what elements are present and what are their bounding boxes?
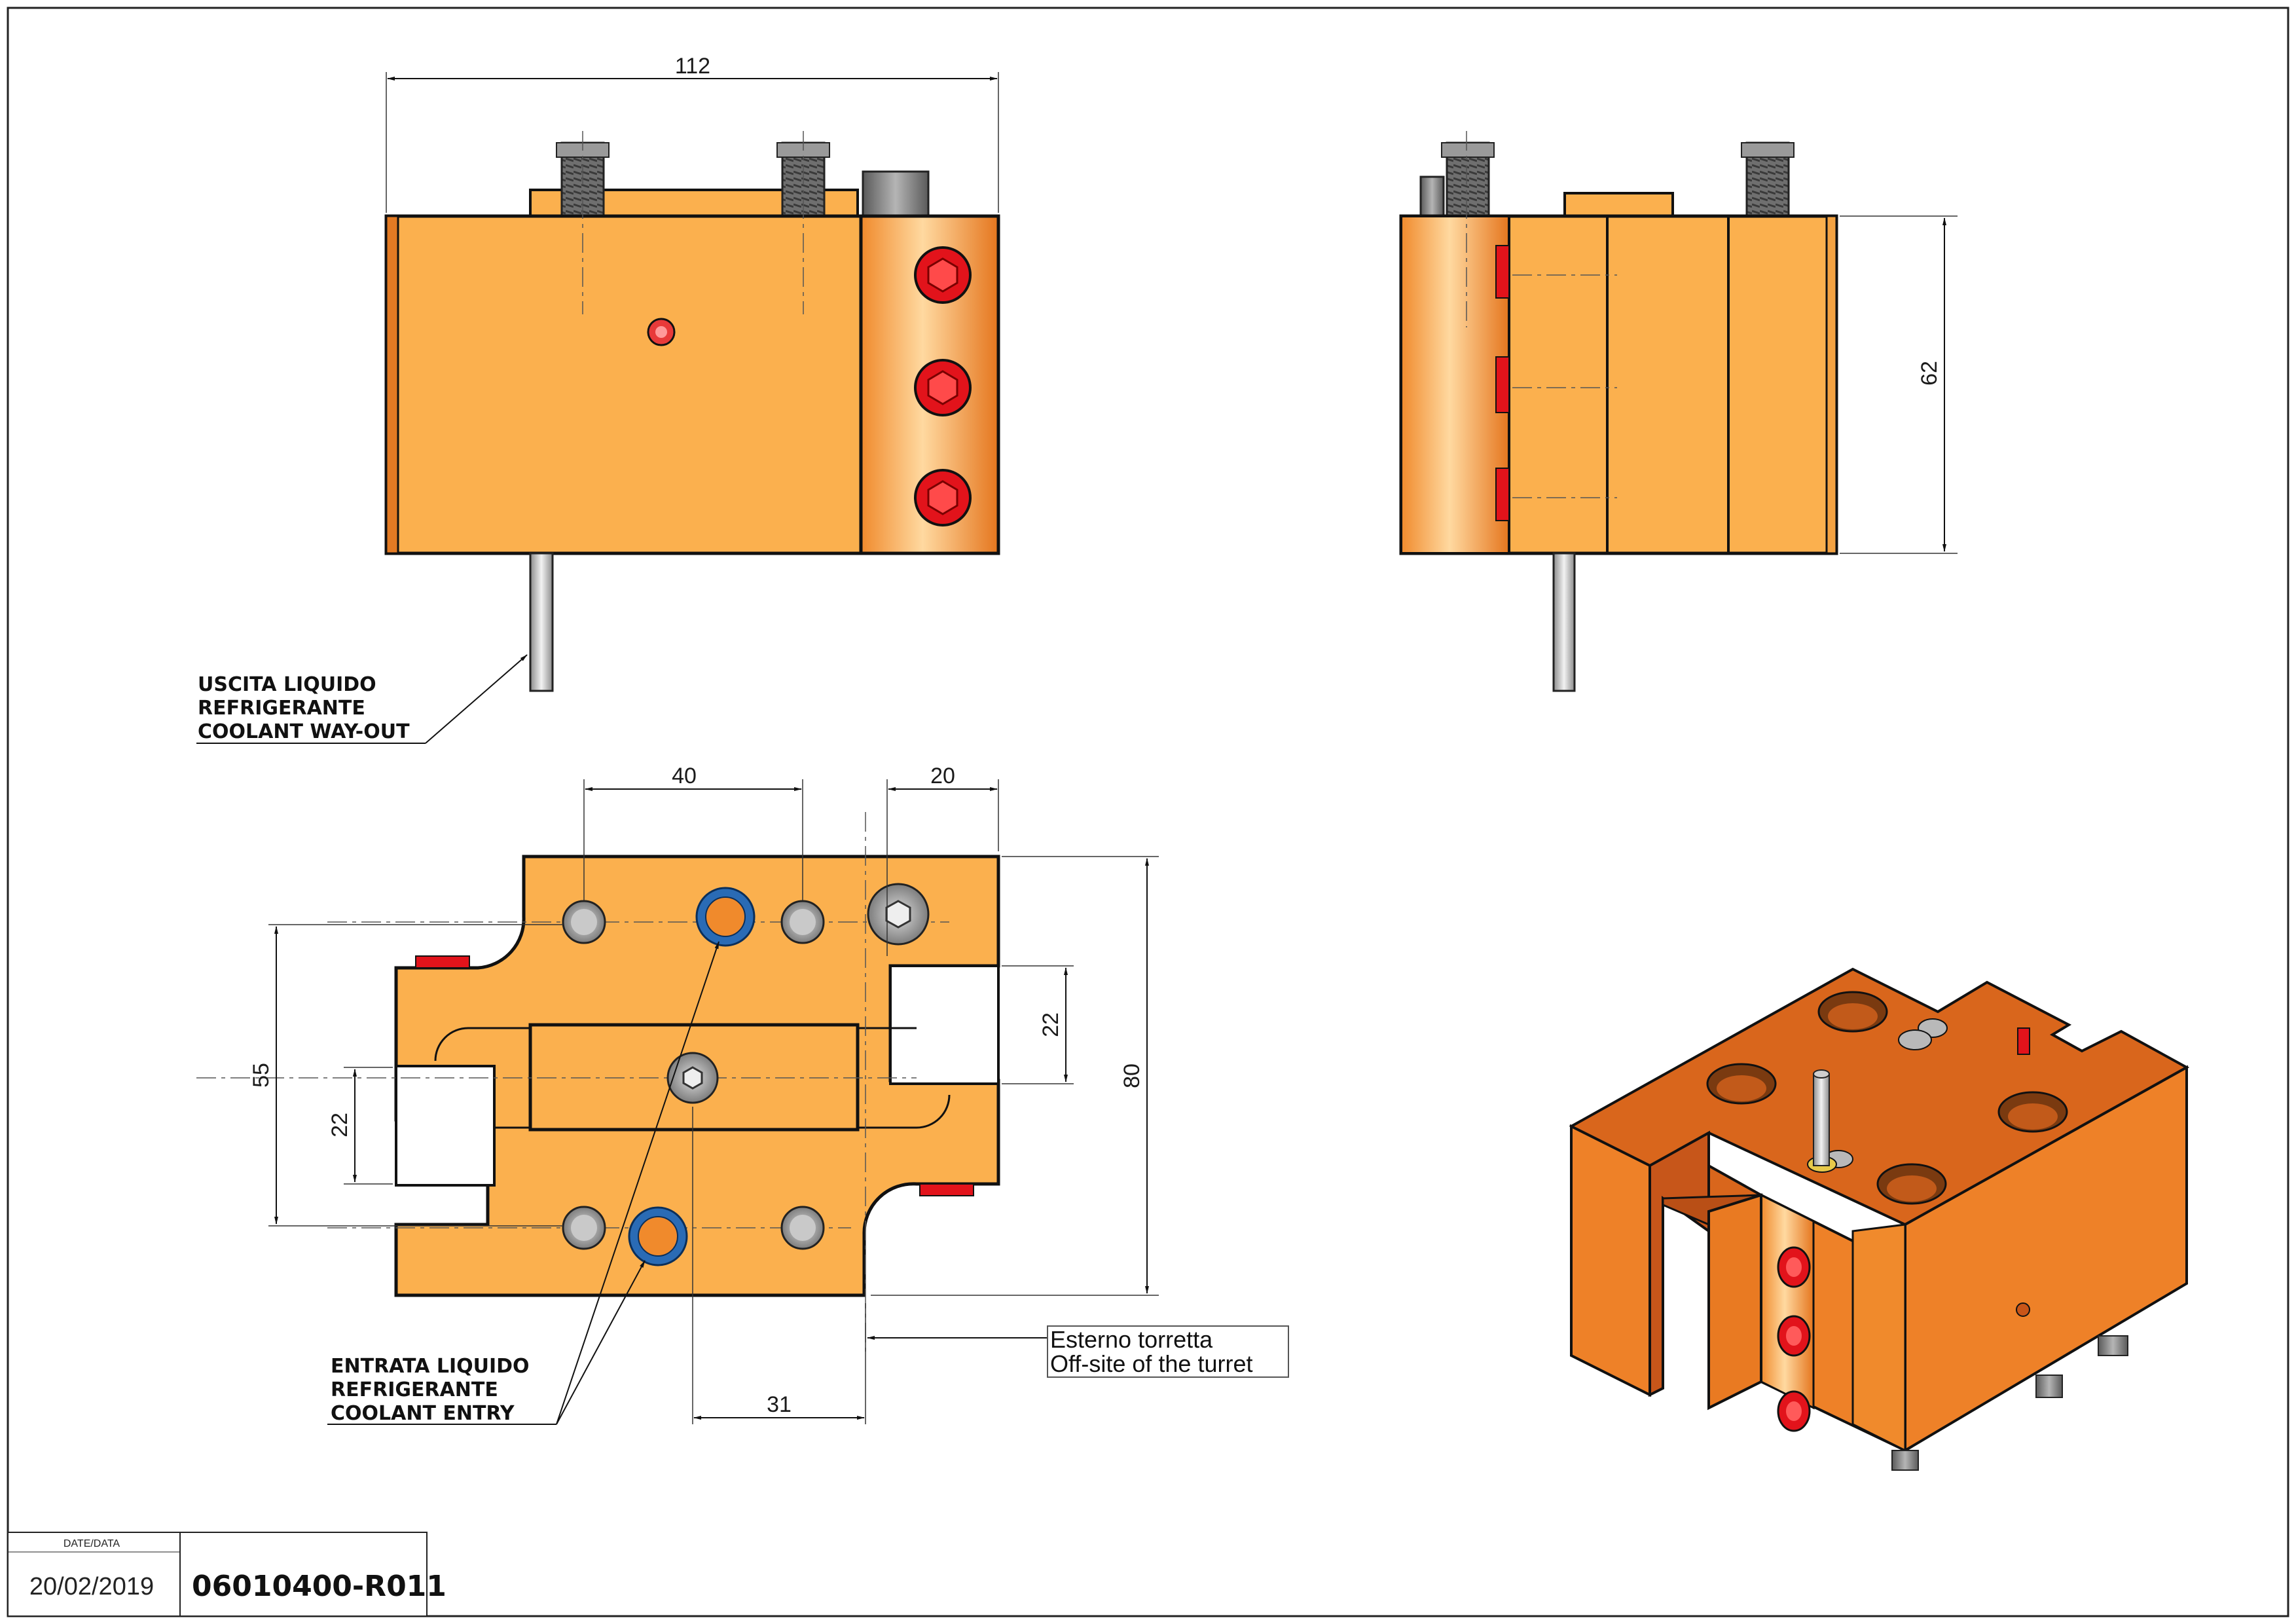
mounting-hole-icon [562,900,606,944]
isometric-view [1569,967,2190,1471]
coolant-out-note: USCITA LIQUIDO REFRIGERANTE COOLANT WAY-… [198,673,410,743]
front-view: 112 USCITA LIQUIDO REFRIGERANTE COOLANT … [196,54,1000,744]
threaded-bolt-side-right [1741,141,1795,217]
dimension-112: 112 [675,54,710,79]
dimension-22-right: 22 [1038,1012,1063,1037]
threaded-bolt-side-left [1441,141,1495,217]
side-coolant-pin [1552,552,1576,692]
coolant-in-note: ENTRATA LIQUIDO REFRIGERANTE COOLANT ENT… [331,1355,536,1425]
hex-socket-screw-icon [867,883,930,946]
dimension-80: 80 [1120,1063,1144,1088]
red-screw-icon [1777,1315,1811,1357]
red-screw-icon [914,359,972,416]
dimension-62: 62 [1917,361,1942,386]
sheet-border [7,7,2289,1617]
coolant-out-leader [425,654,528,744]
top-view: 40 20 22 80 55 22 31 Esterno t [196,764,1289,1425]
dimension-22-left: 22 [327,1113,352,1137]
dimension-20: 20 [930,764,955,788]
mounting-hole-icon [780,900,825,944]
dimension-40: 40 [672,764,697,788]
turret-callout-box [1047,1325,1289,1378]
dimension-31: 31 [767,1392,792,1417]
guide-pin-stub [862,170,930,220]
front-body [384,214,866,555]
red-screw-icon [914,469,972,526]
red-screw-icon [1777,1390,1811,1432]
coolant-oring-icon [628,1206,688,1266]
mounting-hole-icon [562,1206,606,1250]
front-side-plate [385,215,399,555]
mounting-hole-icon [780,1206,825,1250]
hex-socket-screw-icon [666,1052,719,1104]
turret-callout: Esterno torretta Off-site of the turret [1050,1326,1252,1377]
title-block: DATE/DATA 20/02/2019 06010400-R011 [7,1532,446,1617]
drawing-number: 06010400-R011 [192,1570,446,1603]
iso-coolant-pin [1813,1073,1830,1166]
side-view: 62 [1399,131,1958,692]
date-label: DATE/DATA [64,1538,120,1549]
red-screw-icon [1777,1246,1811,1288]
drawing-date: 20/02/2019 [29,1573,154,1600]
dimension-55: 55 [249,1063,274,1088]
coolant-outlet-pin [529,552,554,692]
coolant-oring-icon [695,887,756,947]
red-screw-icon [914,246,972,304]
